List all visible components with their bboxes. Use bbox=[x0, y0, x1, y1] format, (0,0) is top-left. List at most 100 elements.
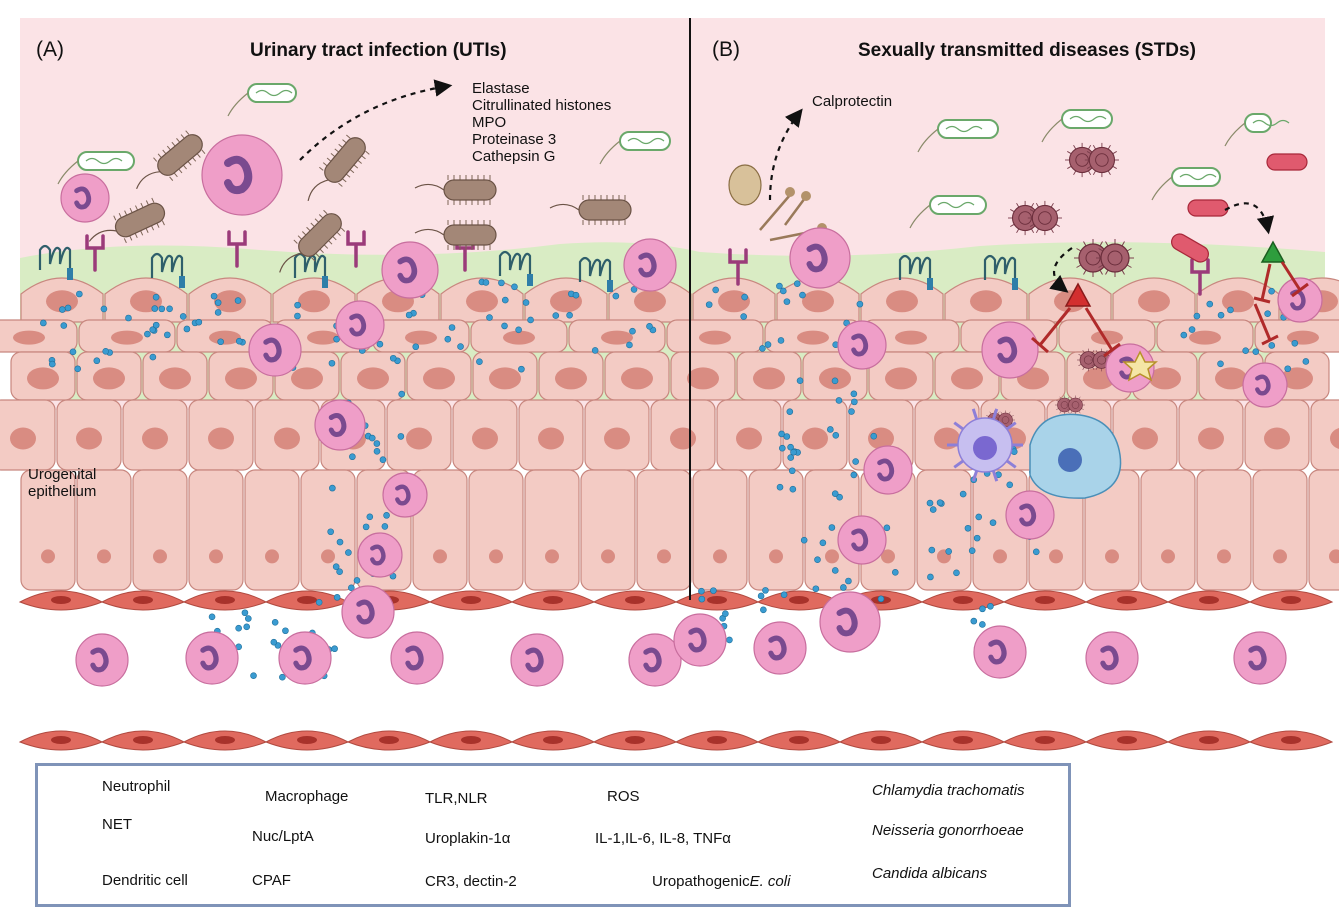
endothelial-nucleus bbox=[953, 736, 973, 744]
legend-label-cpaf: CPAF bbox=[252, 872, 291, 889]
cell-nucleus bbox=[657, 549, 671, 564]
epithelial-cell bbox=[916, 469, 972, 591]
cytokine-dot bbox=[498, 279, 505, 287]
cytokine-dot bbox=[929, 506, 937, 513]
cytokine-dot bbox=[279, 673, 286, 681]
endothelial-nucleus bbox=[789, 736, 809, 744]
neutrophil-nucleus bbox=[405, 645, 424, 671]
cytokine-dot bbox=[125, 314, 132, 322]
cell-nucleus bbox=[970, 290, 1002, 313]
legend-item-ecoli: Uropathogenic E. coli bbox=[652, 873, 790, 890]
cytokine-dot bbox=[979, 605, 986, 613]
cell-nucleus bbox=[1215, 367, 1247, 390]
legend-item-cpaf: CPAF bbox=[252, 872, 291, 889]
legend-item-dendritic: Dendritic cell bbox=[102, 872, 188, 889]
epithelial-cell bbox=[440, 277, 524, 323]
neutrophil bbox=[1085, 631, 1139, 685]
cell-nucleus bbox=[357, 367, 389, 390]
cytokine-dot bbox=[368, 434, 376, 442]
epithelial-cell bbox=[254, 399, 320, 471]
legend-item-ros: ROS bbox=[607, 788, 640, 805]
cell-nucleus bbox=[1217, 549, 1231, 564]
net-component-elastase: Elastase bbox=[472, 80, 530, 97]
cytokine-dot bbox=[851, 398, 858, 406]
endothelial-nucleus bbox=[1117, 736, 1137, 744]
neutrophil-nucleus bbox=[988, 639, 1007, 665]
legend-item-candida: Candida albicans bbox=[872, 865, 987, 882]
cytokine-dot bbox=[476, 358, 483, 365]
cell-nucleus bbox=[489, 367, 521, 390]
uroplakin bbox=[498, 250, 533, 286]
net-component-cathepsin: Cathepsin G bbox=[472, 148, 556, 165]
cytokine-dot bbox=[328, 359, 336, 367]
cell-nucleus bbox=[93, 367, 125, 390]
epithelial-cell bbox=[20, 469, 76, 591]
epithelial-cell bbox=[470, 319, 568, 353]
cytokine-dot bbox=[379, 456, 387, 463]
cell-nucleus bbox=[265, 549, 279, 564]
cell-nucleus bbox=[1149, 367, 1181, 390]
cytokine-dot bbox=[787, 454, 795, 461]
cytokine-dot bbox=[783, 298, 791, 305]
neutrophil bbox=[314, 399, 366, 451]
legend-item-net: NET bbox=[102, 816, 132, 833]
cytokine-dot bbox=[245, 615, 252, 622]
endothelial-nucleus bbox=[1035, 736, 1055, 744]
cell-nucleus bbox=[545, 549, 559, 564]
cytokine-dot bbox=[799, 291, 806, 299]
cytokine-dot bbox=[1217, 360, 1224, 368]
neutrophil-nucleus bbox=[349, 313, 367, 337]
cell-nucleus bbox=[1132, 427, 1158, 450]
cytokine-dot bbox=[722, 610, 729, 618]
epithelial-cell bbox=[1244, 399, 1310, 471]
neutrophil-nucleus bbox=[643, 647, 662, 673]
epithelial-cell bbox=[0, 399, 56, 471]
neutrophil bbox=[973, 625, 1027, 679]
cytokine-dot bbox=[349, 453, 356, 461]
neutrophil bbox=[381, 241, 439, 299]
neutrophil-nucleus bbox=[263, 337, 282, 363]
cytokine-dot bbox=[626, 341, 633, 349]
cell-nucleus bbox=[604, 427, 630, 450]
cytokine-dot bbox=[819, 539, 827, 547]
epithelium-tissue bbox=[0, 277, 1339, 591]
epithelial-cell bbox=[372, 319, 470, 353]
cytokine-dot bbox=[698, 587, 705, 595]
epithelial-cell bbox=[340, 351, 406, 401]
cytokine-dot bbox=[800, 536, 808, 544]
cytokine-dot bbox=[331, 645, 338, 653]
epithelial-cell bbox=[692, 469, 748, 591]
legend-item-cr3: CR3, dectin-2 bbox=[425, 873, 517, 890]
endothelial-nucleus bbox=[1035, 596, 1055, 604]
endothelial-nucleus bbox=[707, 736, 727, 744]
cytokine-dot bbox=[927, 573, 934, 581]
epithelial-cell bbox=[748, 469, 804, 591]
neutrophil bbox=[837, 320, 887, 370]
cytokine-dot bbox=[179, 313, 187, 320]
cytokine-dot bbox=[850, 471, 858, 479]
cytokine-dot bbox=[166, 305, 173, 313]
cytokine-dot bbox=[100, 305, 108, 313]
legend-item-neutrophil: Neutrophil bbox=[102, 778, 170, 795]
legend-item-uroplakin: Uroplakin-1α bbox=[425, 830, 510, 847]
net-component-proteinase3: Proteinase 3 bbox=[472, 131, 557, 148]
neutrophil bbox=[819, 591, 881, 653]
cytokine-dot bbox=[788, 467, 796, 475]
neutrophil bbox=[673, 613, 727, 667]
calprotectin-label: Calprotectin bbox=[812, 93, 893, 110]
cytokine-dot bbox=[835, 397, 843, 404]
neutrophil-nucleus bbox=[1248, 645, 1267, 671]
cell-nucleus bbox=[1330, 428, 1339, 449]
epithelial-cell bbox=[76, 469, 132, 591]
cytokine-dot bbox=[779, 444, 786, 452]
cytokine-dot bbox=[1264, 310, 1271, 317]
epithelial-cell bbox=[538, 351, 604, 401]
dendritic-nucleus bbox=[973, 436, 997, 460]
epithelial-cell bbox=[468, 469, 524, 591]
endothelial-nucleus bbox=[1199, 736, 1219, 744]
endothelial-nucleus bbox=[1117, 596, 1137, 604]
epithelial-cell bbox=[944, 277, 1028, 323]
cytokine-dot bbox=[448, 324, 456, 331]
legend-label-net: NET bbox=[102, 816, 132, 833]
cytokine-dot bbox=[572, 291, 580, 299]
